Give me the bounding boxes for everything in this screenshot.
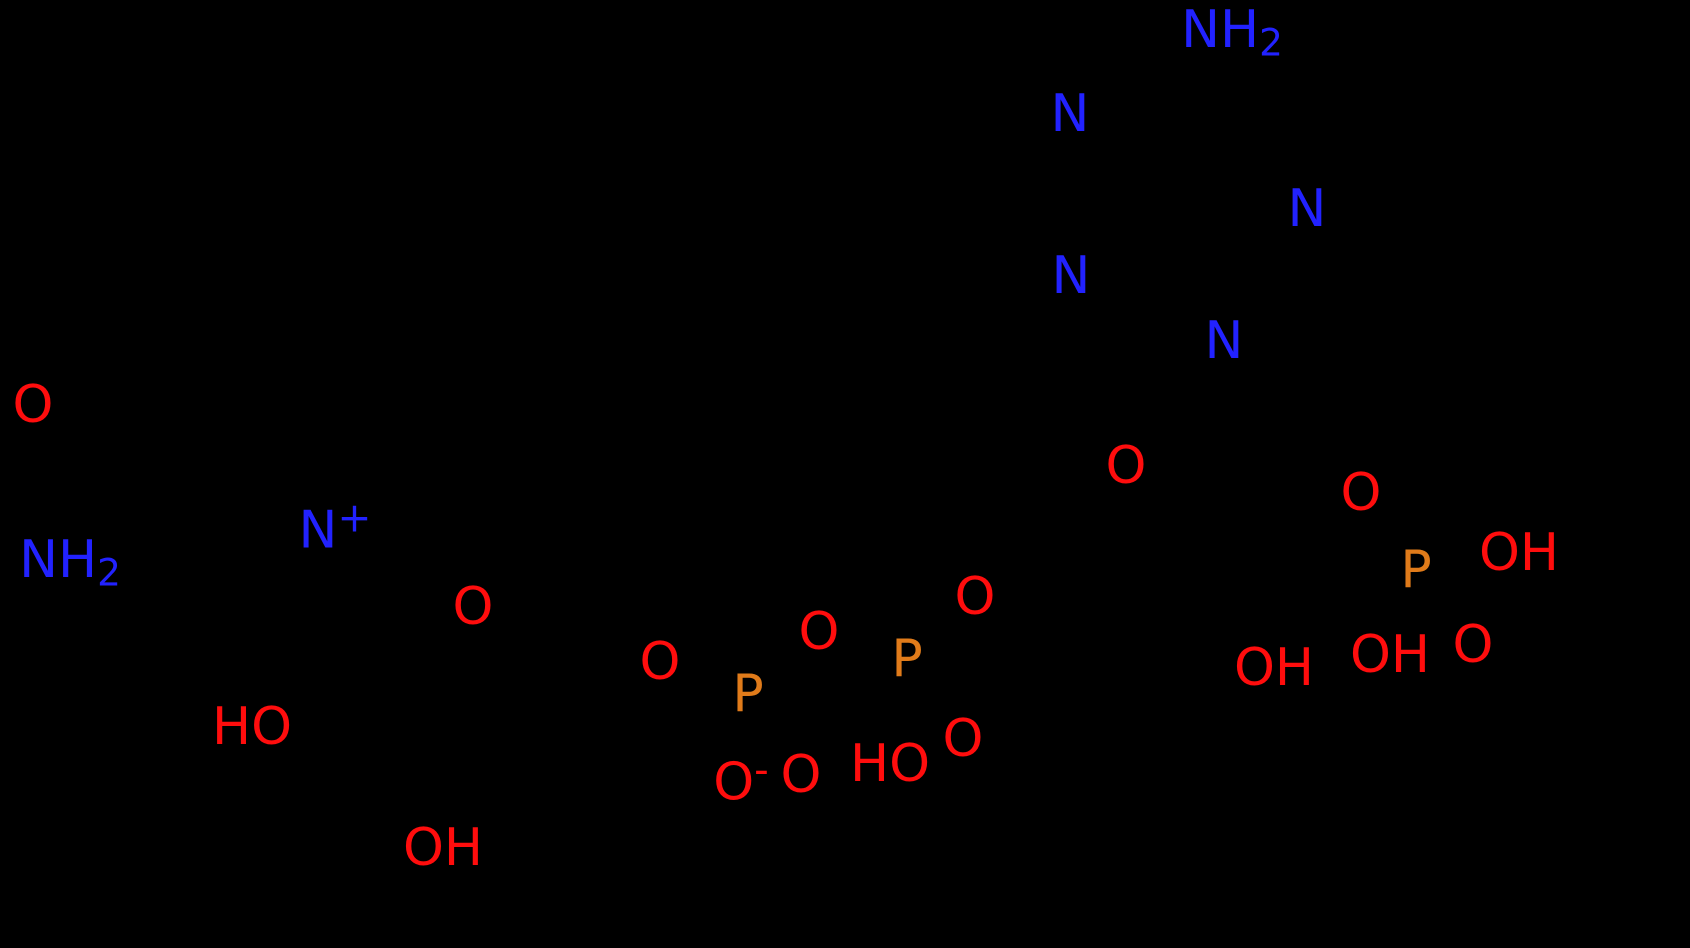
bond	[1220, 230, 1311, 320]
bond	[61, 433, 114, 513]
bond	[1214, 448, 1304, 532]
bond	[334, 438, 349, 492]
bond	[1258, 524, 1304, 627]
bond	[762, 646, 804, 678]
bond	[486, 621, 534, 739]
bond	[361, 523, 434, 569]
bond	[428, 756, 447, 822]
bond	[212, 388, 278, 423]
bond	[195, 515, 248, 558]
bond	[771, 705, 806, 751]
bond	[188, 416, 204, 510]
bond	[1194, 285, 1223, 323]
bond	[1434, 552, 1496, 566]
bond	[345, 429, 362, 505]
bond	[1277, 114, 1310, 173]
bond	[626, 674, 659, 694]
bond	[1176, 179, 1187, 254]
bond	[1258, 619, 1276, 649]
bond	[927, 670, 966, 716]
bond	[1187, 163, 1200, 269]
bond-group	[58, 62, 1496, 822]
bond	[254, 529, 309, 562]
bond	[296, 646, 396, 722]
bond	[674, 666, 730, 690]
bond	[1436, 582, 1474, 622]
bond	[1141, 448, 1222, 464]
bond	[281, 376, 356, 436]
bond	[1094, 124, 1189, 171]
bond	[91, 508, 109, 549]
bond	[1296, 496, 1344, 532]
bond	[1071, 544, 1156, 596]
bond	[922, 684, 951, 718]
bond	[1261, 107, 1306, 191]
bond	[1207, 283, 1230, 312]
bond	[388, 561, 434, 654]
bond	[192, 497, 266, 557]
bond	[1388, 588, 1420, 636]
bond	[1379, 508, 1408, 549]
bond	[1135, 486, 1156, 596]
bond	[1186, 261, 1207, 290]
bond	[1432, 595, 1461, 625]
bond	[101, 502, 196, 516]
bond	[58, 451, 97, 508]
bond	[918, 608, 959, 642]
bond	[1240, 62, 1274, 112]
bond	[193, 371, 286, 419]
bond	[1148, 588, 1266, 627]
bond	[890, 678, 911, 739]
bond	[1088, 255, 1193, 288]
bond	[426, 561, 464, 592]
bond	[1214, 362, 1228, 456]
bond	[1066, 136, 1077, 254]
bond	[992, 544, 1079, 594]
bond	[739, 714, 752, 756]
bond	[428, 731, 534, 764]
bond	[765, 718, 792, 751]
bond	[836, 636, 889, 664]
bond	[388, 646, 436, 764]
bond	[526, 686, 634, 739]
bond	[1181, 104, 1274, 171]
bond	[1106, 271, 1180, 296]
